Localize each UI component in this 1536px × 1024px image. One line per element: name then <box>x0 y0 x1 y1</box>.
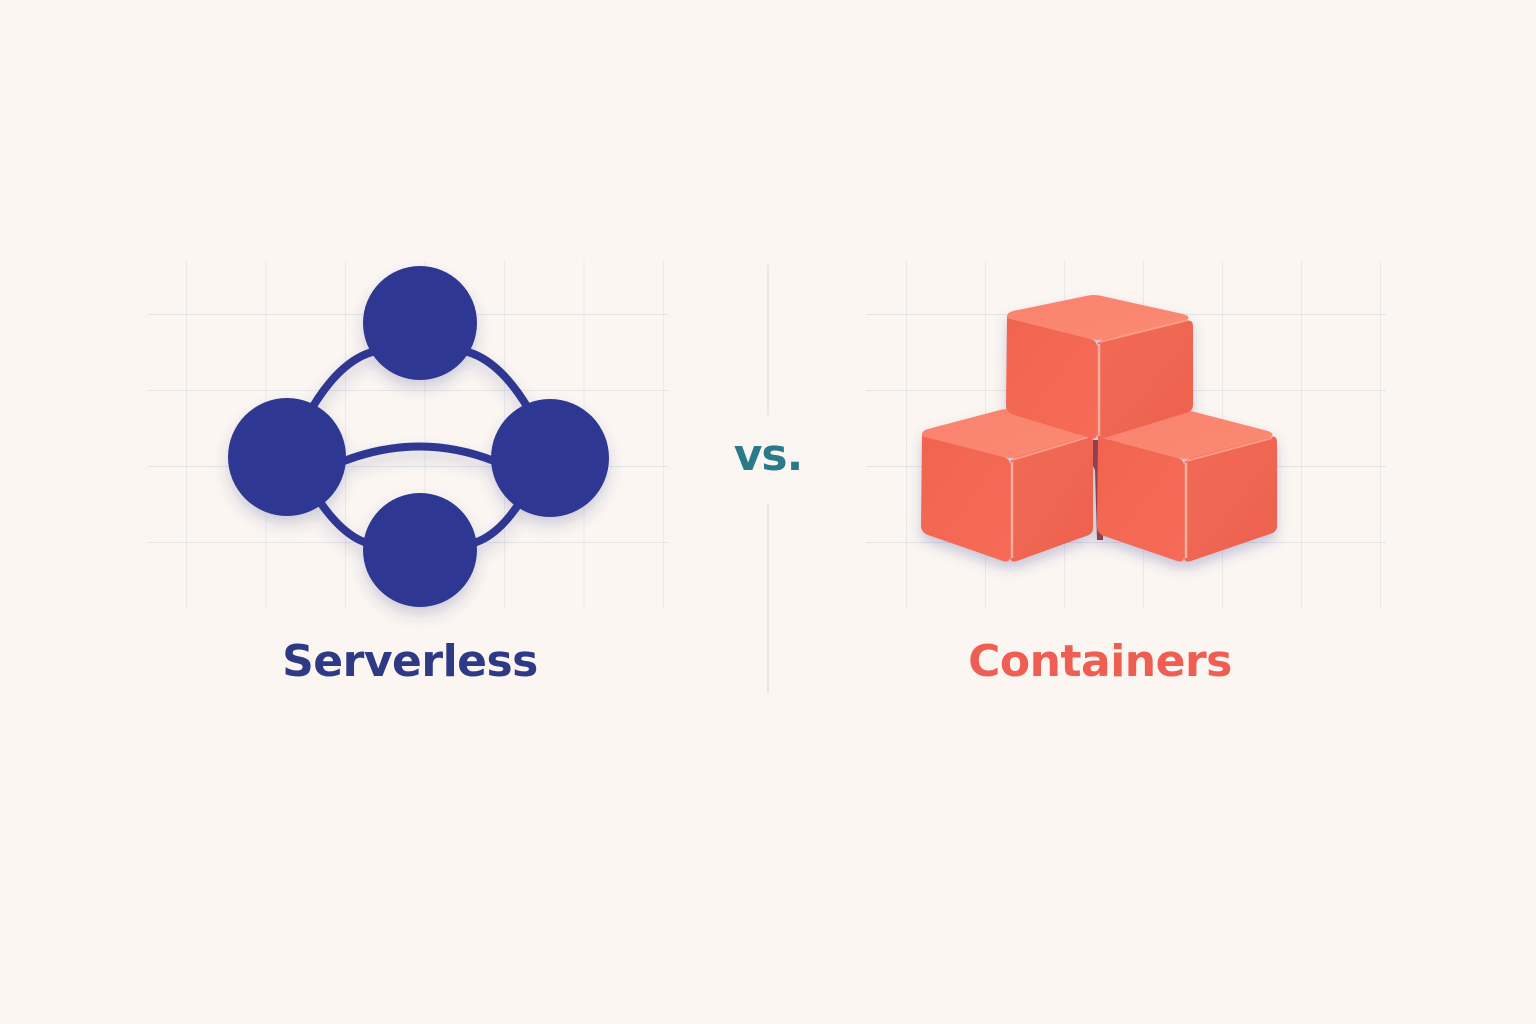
node-top <box>363 266 477 380</box>
node-bottom <box>363 493 477 607</box>
node-right <box>491 399 609 517</box>
cube-bottom-left <box>921 409 1093 562</box>
center-divider-bottom <box>767 503 769 693</box>
serverless-label: Serverless <box>282 636 538 687</box>
containers-label: Containers <box>968 636 1232 687</box>
node-left <box>228 398 346 516</box>
cube-top <box>1006 295 1193 439</box>
versus-label: vs. <box>733 430 804 481</box>
center-divider-top <box>767 265 769 415</box>
cube-bottom-right <box>1097 410 1277 562</box>
network-nodes-icon <box>228 266 609 607</box>
stacked-cubes-icon <box>921 295 1277 562</box>
